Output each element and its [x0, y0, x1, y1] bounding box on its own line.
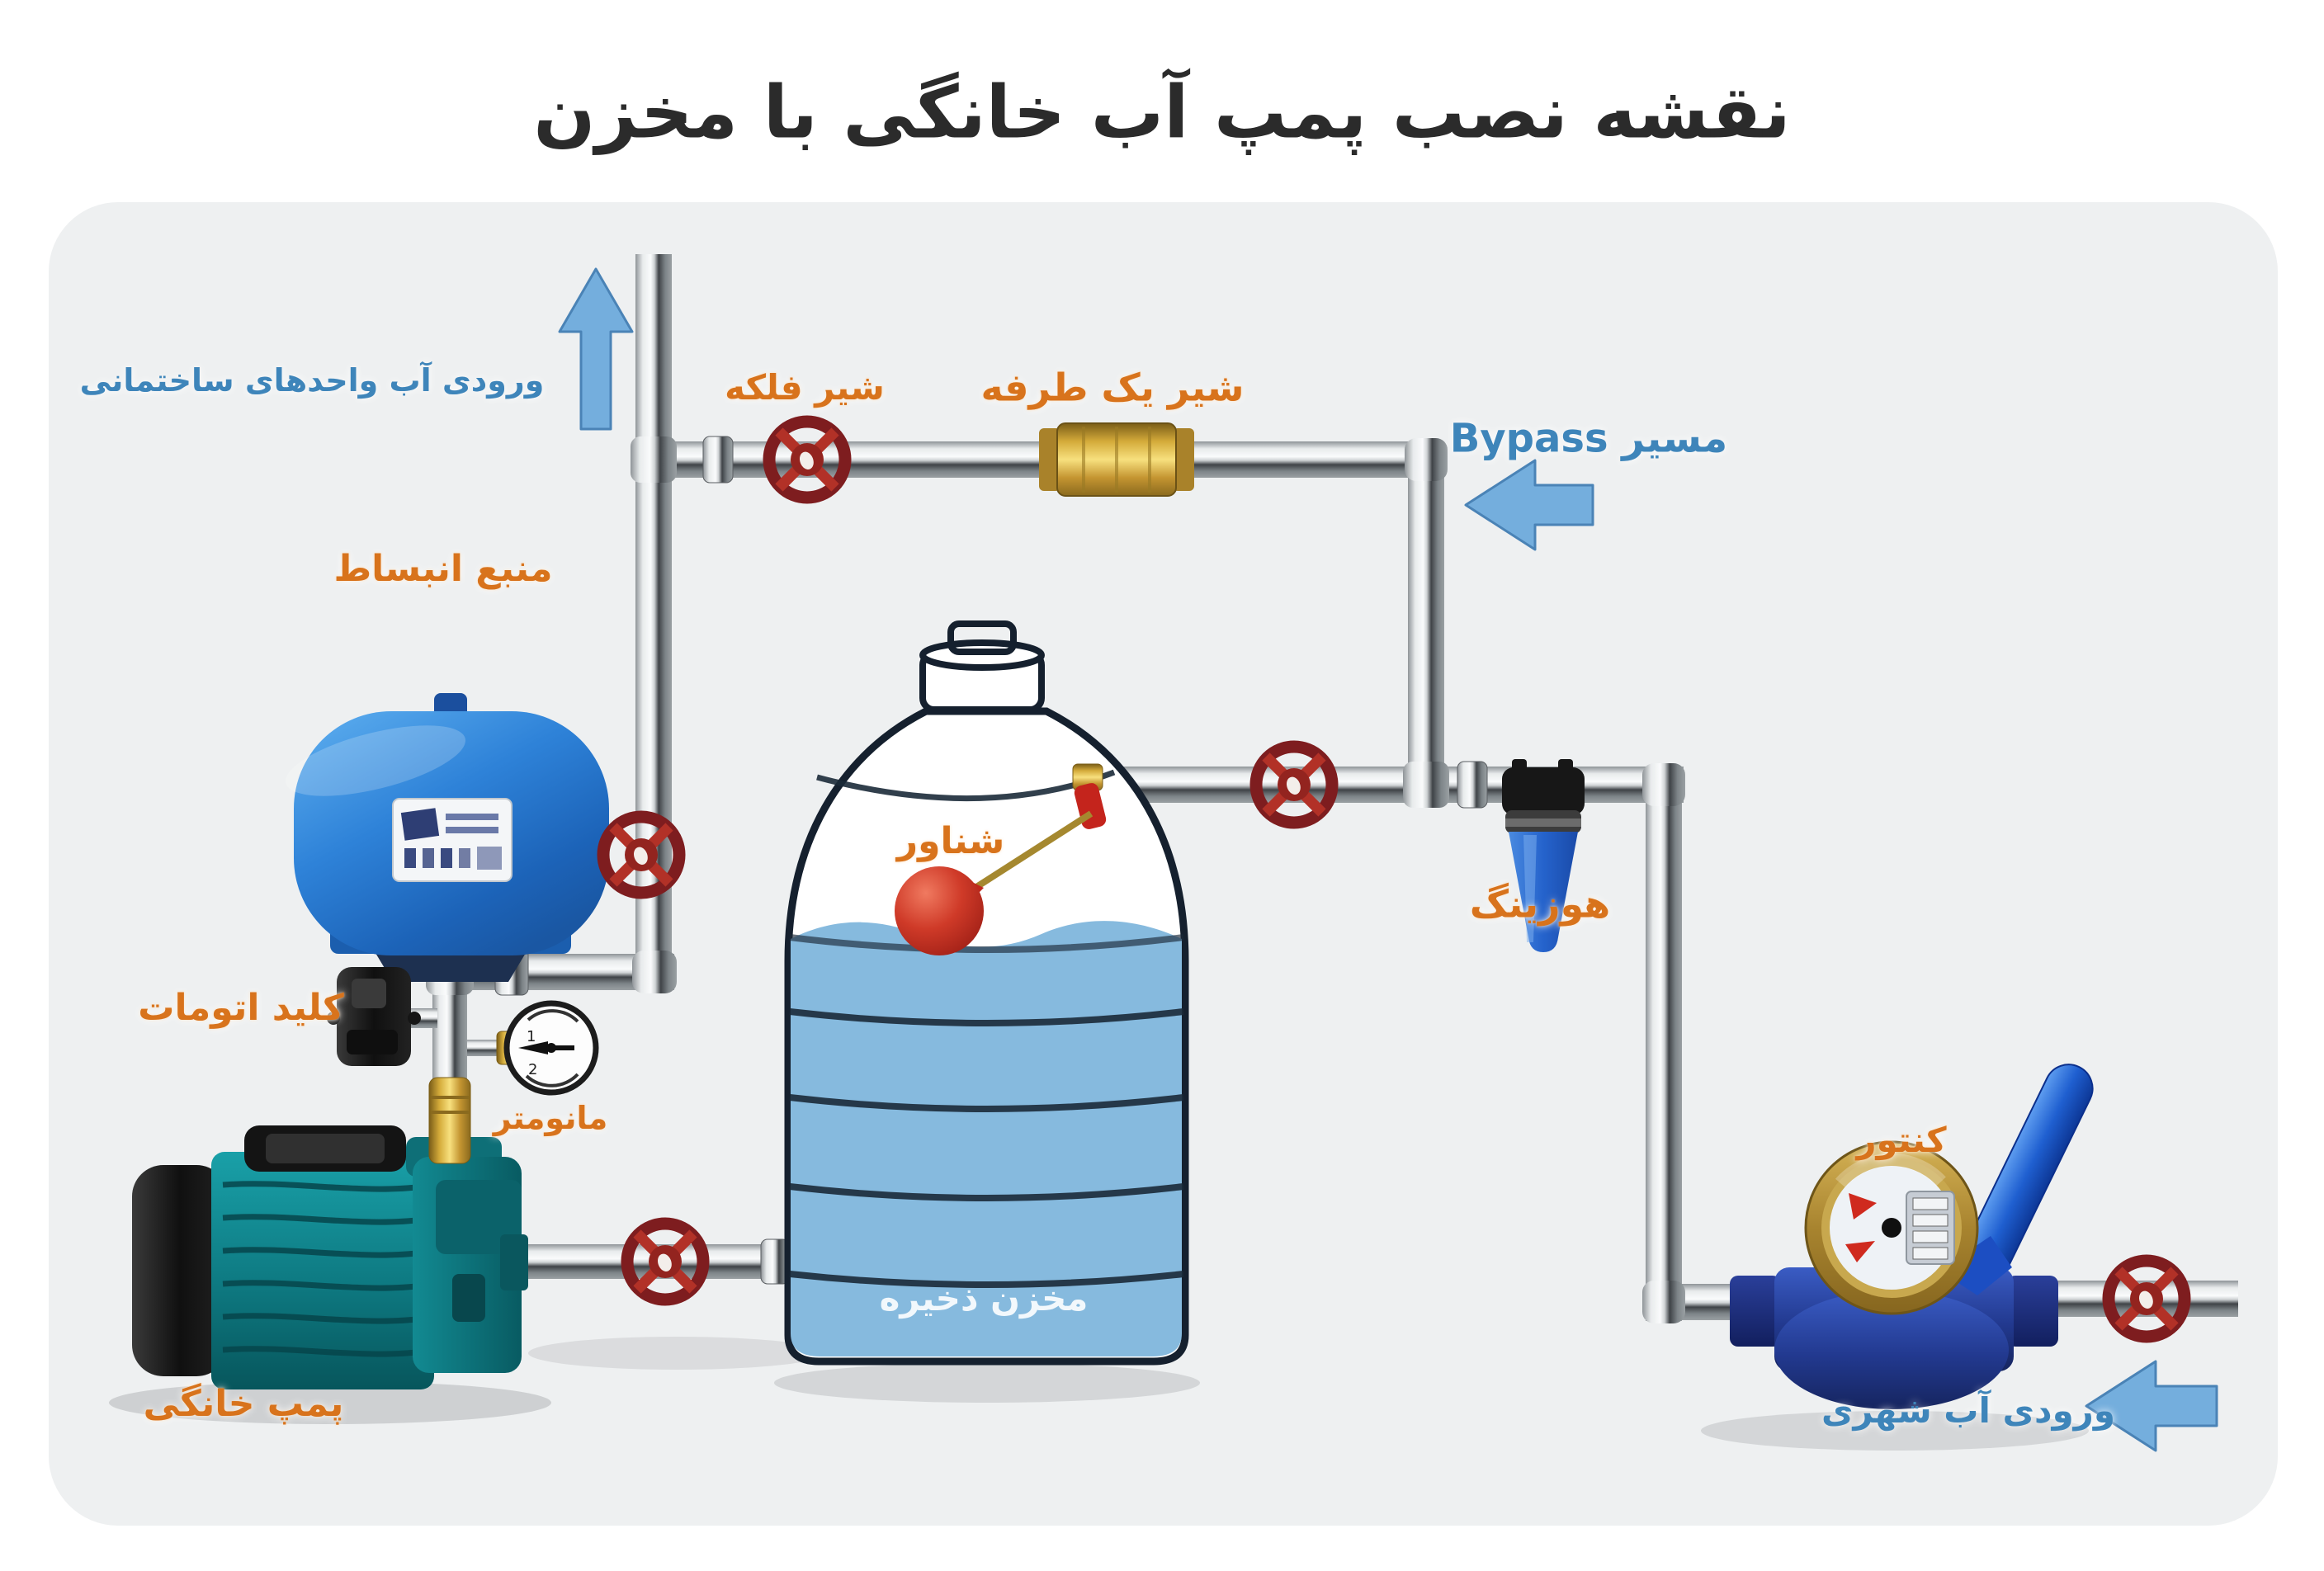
suction-pipe [492, 1244, 796, 1279]
label-float-valve: شناور [896, 819, 1005, 862]
svg-text:2: 2 [528, 1061, 537, 1078]
page-title: نقشه نصب پمپ آب خانگی با مخزن [533, 69, 1791, 155]
flow-arrows [558, 267, 2218, 1452]
label-home-pump: پمپ خانگی [143, 1382, 344, 1425]
building-flow-up-arrow-icon [558, 267, 634, 431]
label-automatic-switch: کلید اتومات [138, 986, 344, 1029]
manometer-stub-pipe [467, 1040, 503, 1056]
home-pump [132, 1077, 528, 1389]
float-valve [895, 763, 1107, 955]
label-expansion-tank: منبع انبساط [333, 547, 553, 590]
manometer-gauge: 1 2 [496, 1000, 599, 1096]
svg-text:1: 1 [527, 1028, 536, 1045]
filter-housing [1502, 759, 1585, 952]
label-storage-tank: مخزن ذخیره [879, 1277, 1089, 1319]
pipes [403, 254, 2238, 1323]
check-valve-icon [1039, 422, 1194, 497]
expansion-tank-sticker [392, 798, 513, 882]
label-filter-housing: هوزینگ [1469, 881, 1611, 927]
tank-cap [919, 620, 1045, 713]
label-bypass-route: مسیر Bypass [1449, 415, 1728, 462]
bypass-flow-left-arrow-icon [1464, 459, 1594, 551]
label-check-valve: شیر یک طرفه [980, 365, 1245, 410]
tank-water [791, 921, 1182, 1356]
expansion-tank [286, 693, 609, 982]
meter-riser-pipe [1646, 767, 1682, 1321]
label-gate-valve: شیر فلکه [725, 366, 885, 408]
storage-tank [784, 620, 1189, 1366]
label-manometer: مانومتر [493, 1100, 608, 1137]
tank-feed-pipe [1098, 767, 1684, 803]
water-meter [1730, 1064, 2094, 1409]
label-water-meter: کنتور [1856, 1119, 1947, 1160]
city-flow-left-arrow-icon [2085, 1360, 2218, 1452]
label-building-units-inlet: ورودی آب واحدهای ساختمانی [79, 362, 545, 399]
float-ball [895, 866, 984, 955]
pump-brass-inlet [428, 1077, 471, 1164]
shadows [109, 1337, 2089, 1451]
pump-drop-pipe [432, 980, 467, 1087]
automatic-switch [327, 967, 421, 1066]
bypass-down-pipe [1408, 441, 1444, 804]
label-city-water-inlet: ورودی آب شهری [1821, 1389, 2115, 1431]
